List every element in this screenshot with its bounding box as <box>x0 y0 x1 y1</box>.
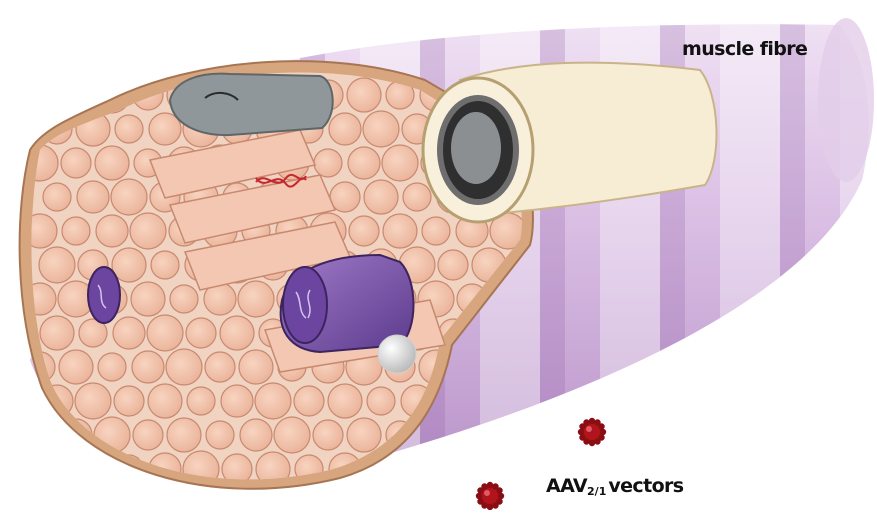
myofibril-icon <box>402 454 432 484</box>
myofibril-icon <box>43 183 71 211</box>
myofibril-icon <box>26 81 54 109</box>
myofibril-icon <box>113 317 145 349</box>
myofibril-icon <box>347 78 381 112</box>
myofibril-icon <box>114 386 144 416</box>
myofibril-icon <box>132 351 164 383</box>
myofibril-icon <box>62 217 90 245</box>
myofibril-icon <box>438 250 468 280</box>
myofibril-icon <box>148 384 182 418</box>
myofibril-icon <box>186 318 216 348</box>
myofibril-icon <box>131 282 165 316</box>
myofibril-icon <box>60 79 92 111</box>
myofibril-icon <box>347 418 381 452</box>
myofibril-icon <box>130 213 166 249</box>
myofibril-icon <box>240 419 272 451</box>
myofibril-icon <box>220 316 254 350</box>
myofibril-icon <box>98 353 126 381</box>
myofibril-icon <box>329 113 361 145</box>
myofibril-icon <box>349 216 379 246</box>
myofibril-icon <box>238 281 274 317</box>
myofibril-icon <box>39 247 75 283</box>
myofibril-icon <box>76 452 110 486</box>
myofibril-icon <box>493 420 523 450</box>
myofibril-icon <box>61 148 91 178</box>
myofibril-icon <box>364 180 398 214</box>
tube-end <box>818 18 874 182</box>
muscle-fibre-label: muscle fibre <box>682 38 807 60</box>
myofibril-icon <box>40 316 74 350</box>
myofibril-icon <box>167 418 201 452</box>
myofibril-icon <box>348 147 380 179</box>
aav-prefix: AAV <box>546 475 587 497</box>
myofibril-icon <box>255 383 291 419</box>
myofibril-icon <box>475 455 503 483</box>
myofibril-icon <box>170 285 198 313</box>
aav-suffix: vectors <box>608 475 683 497</box>
myofibril-icon <box>111 179 147 215</box>
myofibril-icon <box>166 349 202 385</box>
myofibril-icon <box>75 383 111 419</box>
myofibril-icon <box>151 251 179 279</box>
aav-subscript: 2/1 <box>587 485 606 498</box>
myofibril-icon <box>422 217 450 245</box>
myofibril-icon <box>115 115 143 143</box>
myofibril-icon <box>42 454 72 484</box>
myofibril-icon <box>313 420 343 450</box>
myofibril-icon <box>77 181 109 213</box>
myofibril-icon <box>96 215 128 247</box>
myofibril-icon <box>403 183 431 211</box>
myofibril-icon <box>147 315 183 351</box>
myofibril-icon <box>206 421 234 449</box>
myofibril-icon <box>26 421 54 449</box>
myofibril-icon <box>274 417 310 453</box>
myofibril-icon <box>314 149 342 177</box>
myofibril-icon <box>382 145 418 181</box>
myofibril-icon <box>133 420 163 450</box>
myofibril-icon <box>367 387 395 415</box>
myofibril-icon <box>363 111 399 147</box>
myofibril-icon <box>239 350 273 384</box>
aav-vector-particle-icon <box>476 482 504 510</box>
myofibril-icon <box>95 146 129 180</box>
myofibril-icon <box>328 384 362 418</box>
mitochondrion-icon <box>170 74 333 135</box>
white-vesicle-icon <box>378 335 416 373</box>
myofibril-icon <box>383 214 417 248</box>
myofibril-icon <box>509 453 541 485</box>
myofibril-icon <box>436 452 470 486</box>
myofibril-icon <box>59 350 93 384</box>
myofibril-icon <box>221 385 253 417</box>
aav-vector-particle-icon <box>578 418 606 446</box>
myofibril-icon <box>187 387 215 415</box>
nucleus-small-icon <box>88 267 120 323</box>
myofibril-icon <box>205 352 235 382</box>
myofibril-icon <box>294 386 324 416</box>
